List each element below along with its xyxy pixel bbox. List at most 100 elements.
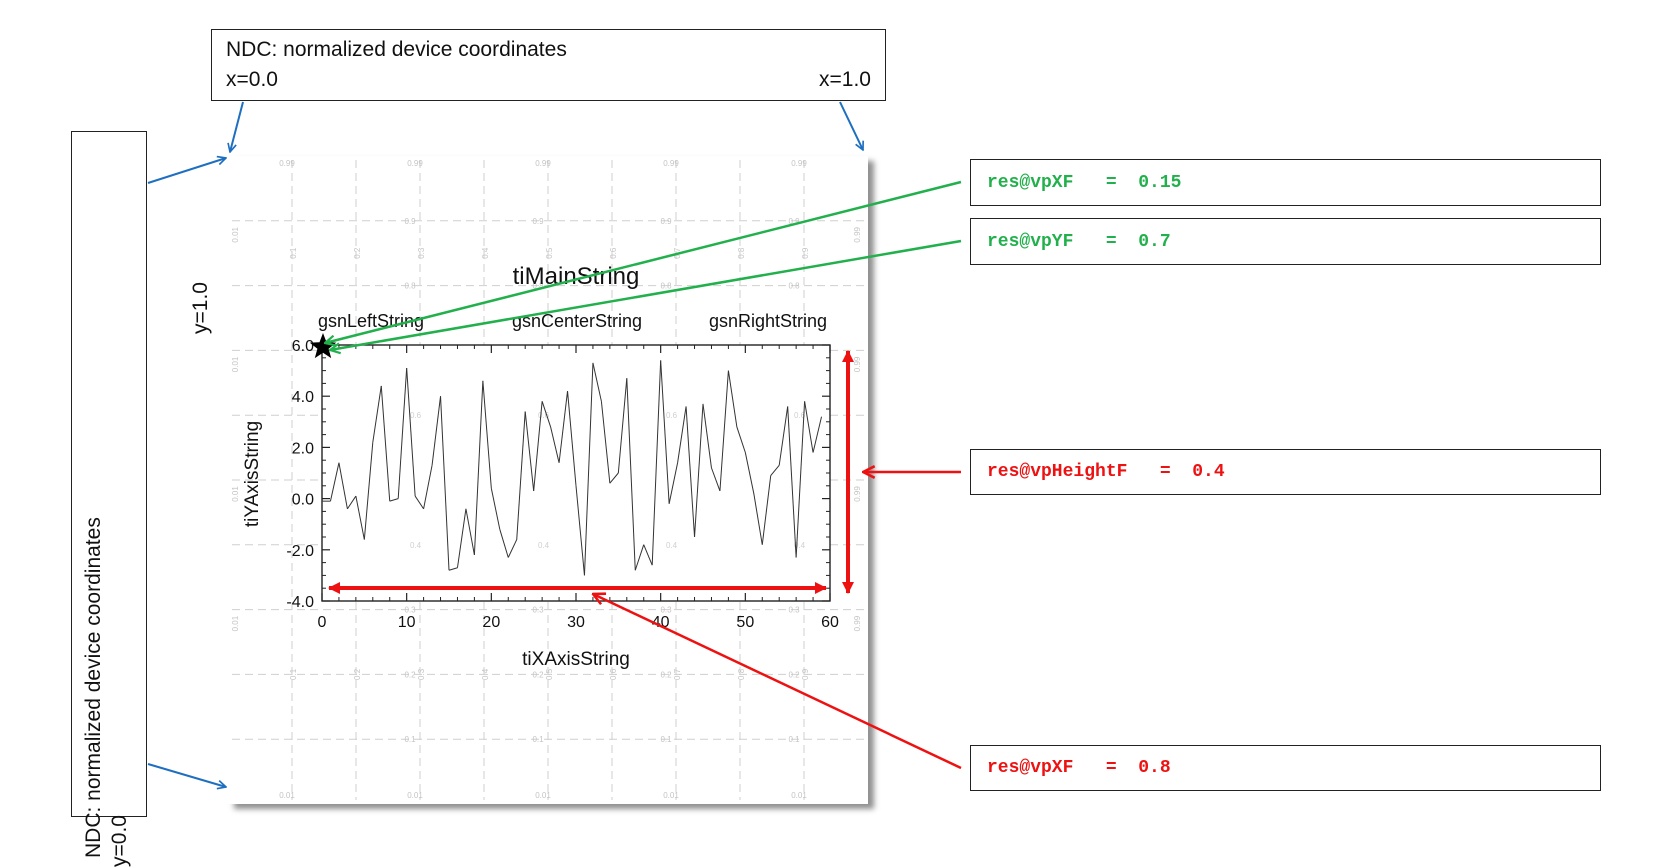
series-line-segment [533, 401, 543, 491]
ndc-grid-label: 0.8 [660, 282, 672, 291]
gsn-center-string: gsnCenterString [512, 311, 642, 331]
series-line-segment [694, 403, 704, 538]
ndc-grid-label: 0.1 [660, 735, 672, 744]
plot-ndc-label: 0.4 [794, 541, 806, 550]
x-tick-label: 30 [567, 614, 585, 631]
series-line-segment [583, 362, 594, 576]
series-line-segment [389, 498, 399, 502]
ndc-grid-label: 0.1 [289, 668, 298, 680]
ndc-grid-label: 0.2 [788, 670, 800, 679]
series-line-segment [600, 401, 611, 484]
ndc-grid-label: 0.01 [231, 615, 240, 631]
plot-ndc-label: 0.6 [666, 411, 678, 420]
y-tick-label: -4.0 [286, 594, 314, 611]
ndc-grid-label: 0.99 [535, 159, 551, 168]
ndc-grid-label: 0.9 [788, 217, 800, 226]
ndc-horizontal-title: NDC: normalized device coordinates [226, 38, 567, 61]
ndc-grid-label: 0.99 [853, 356, 862, 372]
res-vpwidthf-text: res@vpXF = 0.8 [987, 758, 1171, 778]
series-line-segment [804, 401, 814, 453]
series-line-segment [397, 368, 408, 499]
series-line-segment [787, 406, 797, 558]
ndc-grid-label: 0.99 [853, 226, 862, 242]
series-line-segment [431, 396, 442, 466]
plot-frame [321, 344, 831, 602]
res-vpxf-box: res@vpXF = 0.15 [970, 159, 1601, 206]
series-line-segment [609, 472, 619, 484]
ndc-grid-label: 0.2 [353, 247, 362, 259]
ndc-grid-label: 0.9 [404, 217, 416, 226]
y-tick-label: 6.0 [292, 338, 314, 355]
series-line-segment [685, 406, 696, 538]
gsn-right-string: gsnRightString [709, 311, 827, 331]
series-line-segment [541, 401, 552, 428]
ndc-grid-label: 0.3 [660, 606, 672, 615]
ndc-grid-label: 0.8 [737, 247, 746, 259]
series-line-segment [575, 485, 585, 576]
ndc-grid-label: 0.5 [545, 668, 554, 680]
arrow-y0 [147, 763, 226, 787]
ndc-grid-label: 0.2 [353, 668, 362, 680]
ndc-horizontal-box: NDC: normalized device coordinates x=0.0… [211, 29, 886, 101]
series-line-segment [507, 539, 518, 558]
series-line-segment [448, 567, 458, 571]
series-line-segment [456, 508, 467, 568]
series-line-segment [524, 411, 535, 491]
ndc-grid-label: 0.2 [532, 670, 544, 679]
y-tick-label: 0.0 [292, 492, 314, 509]
res-vpheightf-box: res@vpHeightF = 0.4 [970, 449, 1601, 495]
x-tick-label: 10 [398, 614, 416, 631]
series-line-segment [550, 426, 560, 463]
series-line-segment [727, 370, 738, 427]
plot-ndc-label: 0.4 [538, 541, 550, 550]
ndc-grid-label: 0.99 [279, 159, 295, 168]
ndc-grid-label: 0.3 [417, 668, 426, 680]
series-line-segment [567, 391, 577, 486]
ndc-grid-label: 0.99 [791, 159, 807, 168]
series-line-segment [440, 396, 450, 571]
ndc-grid-label: 0.5 [545, 247, 554, 259]
series-line-segment [778, 406, 789, 466]
arrow-y1 [147, 158, 226, 184]
series-line-segment [465, 508, 475, 556]
ndc-grid-label: 0.1 [788, 735, 800, 744]
ndc-grid-label: 0.3 [532, 606, 544, 615]
ndc-grid-label: 0.2 [404, 670, 416, 679]
series-line-segment [473, 380, 484, 555]
series-line-segment [592, 362, 602, 402]
ndc-grid-label: 0.01 [231, 356, 240, 372]
series-line-segment [651, 360, 662, 566]
plot-ndc-label: 0.4 [666, 541, 678, 550]
ndc-grid-label: 0.1 [404, 735, 416, 744]
ndc-grid-label: 0.4 [481, 247, 490, 259]
series-line-segment [329, 462, 340, 502]
series-line-segment [406, 368, 416, 497]
series-line-segment [668, 462, 679, 504]
series-line-segment [372, 385, 382, 443]
series-line-segment [380, 385, 391, 502]
series-line-segment [634, 544, 645, 571]
y-tick-label: -2.0 [286, 543, 314, 560]
ndc-grid-label: 0.8 [788, 282, 800, 291]
series-line-segment [795, 401, 806, 558]
res-vpwidthf-box: res@vpXF = 0.8 [970, 745, 1601, 791]
series-line-segment [719, 370, 729, 491]
ndc-x0-label: x=0.0 [226, 68, 278, 91]
y-axis-title: tiYAxisString [242, 421, 263, 527]
axis-ticks [321, 344, 831, 602]
arrow-vpxf [325, 180, 962, 343]
ndc-grid-labels: 0.990.010.990.010.990.010.990.010.990.01… [231, 159, 862, 800]
ndc-grid-label: 0.2 [660, 670, 672, 679]
ndc-grid-label: 0.99 [407, 159, 423, 168]
arrow-x1 [839, 101, 863, 150]
x-tick-label: 60 [821, 614, 839, 631]
x-tick-label: 40 [652, 614, 670, 631]
ndc-grid-label: 0.3 [404, 606, 416, 615]
y-tick-label: 2.0 [292, 440, 314, 457]
ndc-grid-label: 0.01 [231, 226, 240, 242]
series-line-segment [499, 529, 509, 558]
series-line-segment [338, 462, 348, 509]
x-tick-label: 20 [482, 614, 500, 631]
x-tick-label: 0 [318, 614, 327, 631]
plot-ndc-label: 0.6 [538, 411, 550, 420]
